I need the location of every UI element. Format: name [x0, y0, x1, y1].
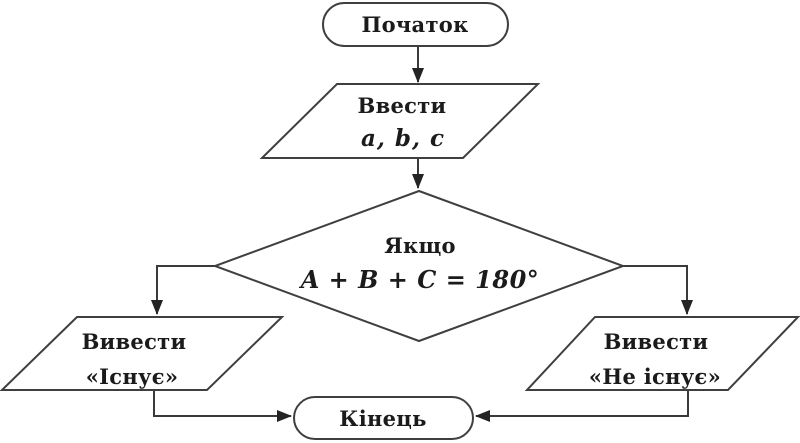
- end-label: Кінець: [339, 406, 426, 431]
- node-start: Початок: [322, 2, 509, 47]
- node-input: Ввести a, b, c: [259, 83, 541, 159]
- output-not-exists-label-line1: Вивести: [604, 329, 709, 354]
- node-output-not-exists: Вивести «Не існує»: [524, 316, 800, 391]
- input-parallelogram-shape: [259, 83, 541, 159]
- end-terminator-shape: [293, 396, 474, 440]
- decision-label-line2: A + B + C = 180°: [299, 265, 540, 294]
- decision-diamond-shape: [212, 189, 626, 343]
- input-label-line2: a, b, c: [361, 125, 445, 152]
- output-exists-parallelogram-shape: [0, 316, 285, 391]
- edge-decision-to-output-exists: [151, 265, 215, 315]
- edge-output-exists-to-end: [153, 390, 292, 422]
- input-label-line1: Ввести: [358, 93, 447, 118]
- start-terminator-shape: [322, 2, 509, 47]
- node-end: Кінець: [293, 396, 474, 440]
- output-exists-label-line2: «Існує»: [86, 364, 179, 389]
- output-not-exists-label-line2: «Не існує»: [589, 364, 721, 389]
- edge-decision-to-output-not-exists: [623, 265, 693, 315]
- node-decision: Якщо A + B + C = 180°: [212, 189, 626, 343]
- output-not-exists-parallelogram-shape: [524, 316, 800, 391]
- start-label: Початок: [361, 12, 468, 37]
- output-exists-label-line1: Вивести: [82, 329, 187, 354]
- decision-label-line1: Якщо: [384, 233, 456, 258]
- node-output-exists: Вивести «Існує»: [0, 316, 285, 391]
- edge-output-not-exists-to-end: [475, 390, 689, 422]
